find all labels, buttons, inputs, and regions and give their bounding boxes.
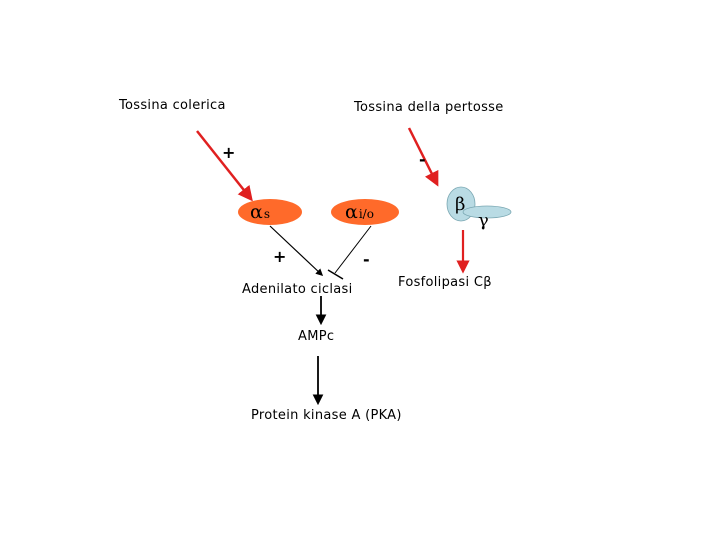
camp-label: AMPc xyxy=(298,329,335,344)
alpha-s-to-ac-arrow xyxy=(269,225,324,276)
cholera-toxin-label: Tossina colerica xyxy=(119,98,226,113)
cholera-effect-sign: + xyxy=(222,143,236,162)
plc-label: Fosfolipasi Cβ xyxy=(398,275,492,290)
adenylate-cyclase-label: Adenilato ciclasi xyxy=(242,282,353,297)
gamma-label: γ xyxy=(478,210,489,231)
alpha-s-effect-sign: + xyxy=(273,247,287,266)
pertussis-toxin-label: Tossina della pertosse xyxy=(354,100,504,115)
pka-label: Protein kinase A (PKA) xyxy=(251,408,402,423)
alpha-io-inhibit-line xyxy=(334,225,372,274)
alpha-io-node xyxy=(331,199,399,225)
gamma-node xyxy=(462,205,512,219)
cholera-to-alpha-s-arrow xyxy=(196,130,253,202)
alpha-io-effect-sign: - xyxy=(363,250,370,269)
alpha-s-node xyxy=(238,199,302,225)
pertussis-to-alpha-io-arrow xyxy=(407,127,439,187)
inhibition-bar xyxy=(327,269,344,280)
pertussis-effect-sign: - xyxy=(419,150,426,169)
alpha-s-label: αs xyxy=(250,201,270,223)
beta-label: β xyxy=(455,194,465,215)
alpha-io-label: αi/o xyxy=(345,201,374,223)
